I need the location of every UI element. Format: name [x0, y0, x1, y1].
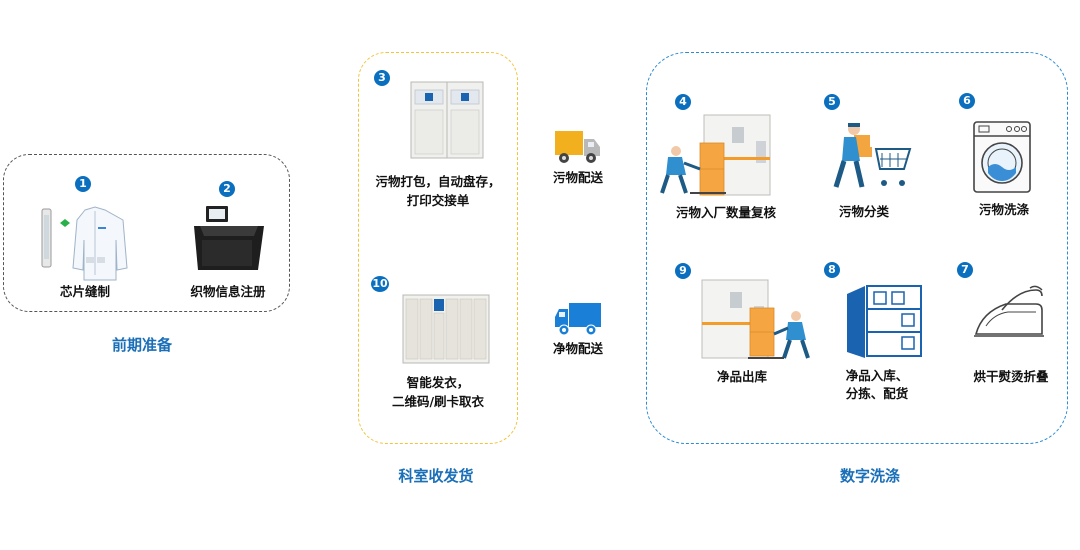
step-4-label: 污物入厂数量复核 — [675, 205, 776, 220]
step-1-label: 芯片缝制 — [59, 284, 110, 299]
group-title-dept: 科室收发货 — [398, 467, 474, 485]
clean-truck-icon — [555, 303, 601, 336]
washing-machine-icon — [973, 121, 1031, 193]
wash-group-box — [646, 52, 1068, 444]
cabinet-icon — [410, 81, 484, 159]
dirty-transport-label: 污物配送 — [552, 170, 603, 185]
registration-machine-icon — [194, 206, 264, 270]
step-5-label: 污物分类 — [838, 204, 889, 219]
step-9-number: 9 — [675, 263, 691, 279]
chip-coat-icon — [41, 206, 128, 281]
step-4-number: 4 — [675, 94, 691, 110]
step-7-number: 7 — [957, 262, 973, 278]
step-7-label: 烘干熨烫折叠 — [973, 369, 1049, 384]
step-8-label: 净品入库、 — [845, 368, 909, 383]
group-title-wash: 数字洗涤 — [839, 467, 900, 485]
machine-worker-icon-2 — [701, 279, 810, 359]
iron-icon — [974, 285, 1044, 337]
machine-worker-icon — [660, 114, 771, 196]
shelf-icon — [847, 285, 922, 358]
step-3-label: 污物打包，自动盘存， — [375, 174, 501, 189]
step-2-number: 2 — [219, 181, 235, 197]
step-8-number: 8 — [824, 262, 840, 278]
step-10-label-line2: 二维码/刷卡取衣 — [391, 394, 485, 409]
group-title-prep: 前期准备 — [111, 336, 172, 354]
step-10-label: 智能发衣， — [406, 375, 470, 390]
step-5-number: 5 — [824, 94, 840, 110]
dept-group-box — [358, 52, 518, 444]
clean-transport-label: 净物配送 — [552, 341, 603, 356]
step-2-label: 织物信息注册 — [190, 284, 266, 299]
step-1-number: 1 — [75, 176, 91, 192]
prep-group-box — [3, 154, 290, 312]
step-6-number: 6 — [959, 93, 975, 109]
step-3-label-line2: 打印交接单 — [406, 193, 470, 208]
cart-worker-icon — [833, 123, 912, 188]
step-10-number: 10 — [371, 276, 389, 292]
dirty-truck-icon — [555, 131, 600, 163]
step-9-label: 净品出库 — [716, 369, 767, 384]
locker-icon — [402, 294, 490, 364]
step-3-number: 3 — [374, 70, 390, 86]
step-6-label: 污物洗涤 — [978, 202, 1029, 217]
step-8-label-line2: 分拣、配货 — [845, 386, 909, 401]
